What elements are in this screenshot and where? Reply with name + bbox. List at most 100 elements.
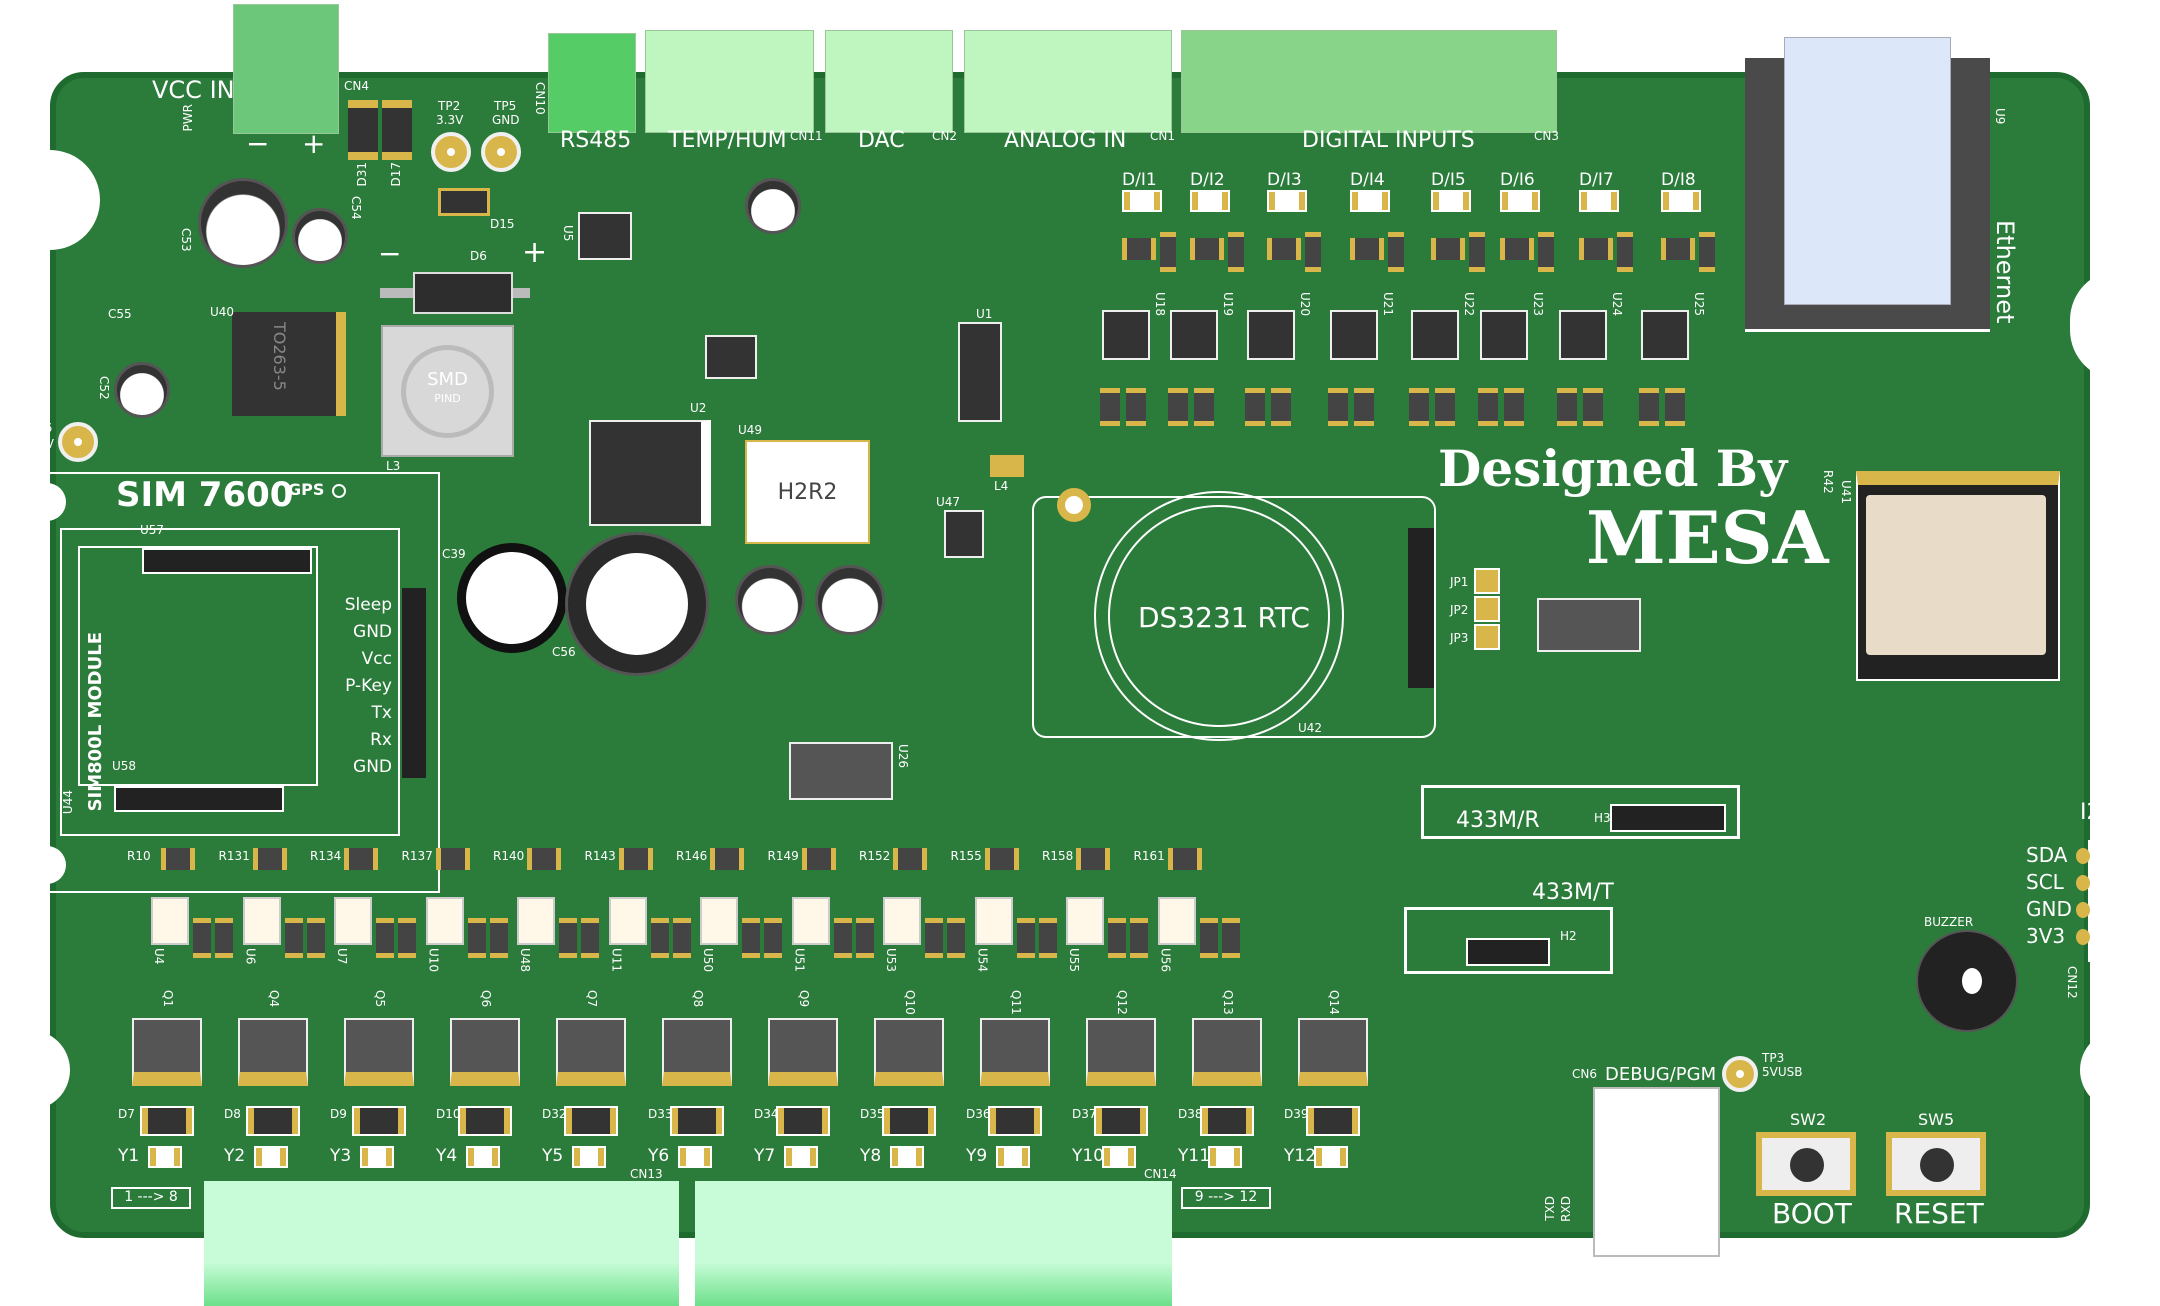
- diode-label: D7: [118, 1107, 135, 1121]
- rf-tx-label: 433M/T: [1532, 880, 1614, 905]
- cn6-label: CN6: [1572, 1067, 1597, 1081]
- h3-label: H3: [1594, 811, 1611, 825]
- output-opto-label: U4: [152, 948, 166, 965]
- tp2-label: TP2: [438, 99, 461, 113]
- rxd-label: RXD: [1559, 1196, 1573, 1222]
- ic-u8: [1537, 598, 1641, 652]
- output-resistor: [925, 918, 943, 958]
- diode-d15: [438, 188, 490, 216]
- jumper-jp1[interactable]: [1474, 568, 1500, 594]
- temp-hum-terminal[interactable]: [645, 30, 814, 133]
- boot-button-cap[interactable]: [1790, 1148, 1824, 1182]
- diode-label: D33: [648, 1107, 673, 1121]
- boot-button[interactable]: [1756, 1132, 1856, 1196]
- cn1-label: CN1: [1150, 129, 1175, 143]
- d31-label: D31: [355, 162, 369, 187]
- output-mosfet: [556, 1018, 626, 1086]
- sim-pin-label: GND: [353, 622, 392, 642]
- output-optocoupler: [242, 897, 281, 945]
- di-opto-label: U21: [1381, 292, 1395, 317]
- mosfet-label: Q12: [1115, 990, 1129, 1015]
- di-optocoupler: [1411, 310, 1459, 360]
- usb-debug-connector[interactable]: [1593, 1087, 1720, 1257]
- cn3-label: CN3: [1534, 129, 1559, 143]
- i2c-pin-pad[interactable]: [2076, 902, 2090, 918]
- rf-tx-header[interactable]: [1466, 938, 1550, 966]
- output-opto-label: U10: [426, 948, 441, 973]
- mosfet-label: Q5: [373, 990, 387, 1008]
- reset-button[interactable]: [1886, 1132, 1986, 1196]
- cn2-label: CN2: [932, 129, 957, 143]
- digital-inputs-terminal[interactable]: [1181, 30, 1557, 133]
- rs485-terminal[interactable]: [548, 33, 636, 133]
- diode-label: D37: [1072, 1107, 1097, 1121]
- i2c-connector[interactable]: [2088, 840, 2132, 962]
- gps-label: GPS: [288, 480, 325, 499]
- diode-label: D8: [224, 1107, 241, 1121]
- vcc-in-label: VCC IN: [152, 76, 235, 104]
- reset-button-cap[interactable]: [1920, 1148, 1954, 1182]
- output-diode: [776, 1106, 830, 1136]
- to263-label: TO263-5: [270, 322, 289, 391]
- di-optocoupler: [1480, 310, 1528, 360]
- jumper-jp3[interactable]: [1474, 624, 1500, 650]
- di-label: D/I8: [1661, 170, 1696, 190]
- mosfet-label: Q9: [797, 990, 811, 1008]
- output-diode: [1306, 1106, 1360, 1136]
- ethernet-jack[interactable]: [1784, 37, 1951, 305]
- output-resistor: [893, 848, 927, 870]
- output-resistor-label: R137: [401, 849, 433, 863]
- output-resistor: [559, 918, 577, 958]
- di-led: [1190, 190, 1230, 212]
- group2-label: 9 ---> 12: [1181, 1187, 1271, 1209]
- diode-label: D32: [542, 1107, 567, 1121]
- output-terminal-cn13[interactable]: [204, 1181, 679, 1306]
- inductor-h2r2: H2R2: [745, 440, 870, 544]
- header-u58: [114, 786, 284, 812]
- output-led: [254, 1146, 288, 1168]
- output-optocoupler: [517, 897, 555, 945]
- output-led-label: Y6: [648, 1146, 670, 1166]
- di-led: [1579, 190, 1619, 212]
- output-resistor: [650, 918, 669, 958]
- output-led: [1208, 1146, 1242, 1168]
- sim-pin-label: Vcc: [361, 649, 392, 669]
- resistor: [1504, 388, 1524, 426]
- i2c-title: I2C: [2080, 800, 2116, 825]
- output-terminal-cn14[interactable]: [695, 1181, 1172, 1306]
- output-resistor: [215, 918, 233, 958]
- tp5-voltage: GND: [492, 113, 520, 127]
- diode-d31: [348, 100, 378, 160]
- dac-terminal[interactable]: [825, 30, 953, 133]
- resistor: [1271, 388, 1291, 426]
- di-label: D/I6: [1500, 170, 1535, 190]
- analog-in-terminal[interactable]: [964, 30, 1172, 133]
- output-optocoupler: [425, 897, 464, 945]
- resistor: [1305, 232, 1321, 272]
- i2c-pin-pad[interactable]: [2076, 875, 2090, 891]
- output-optocoupler: [334, 897, 372, 945]
- group1-label: 1 ---> 8: [111, 1187, 191, 1209]
- sim7600-title: SIM 7600: [116, 475, 294, 515]
- resistor: [1500, 238, 1534, 260]
- di-label: D/I2: [1190, 170, 1225, 190]
- regulator-u2: [589, 420, 711, 526]
- output-opto-label: U50: [701, 948, 715, 973]
- output-led: [148, 1146, 182, 1168]
- resistor: [1328, 388, 1348, 426]
- diode-label: D35: [860, 1107, 885, 1121]
- vcc-in-terminal[interactable]: [233, 4, 339, 134]
- i2c-pin-pad[interactable]: [2076, 929, 2090, 945]
- txd-label: TXD: [1543, 1196, 1557, 1221]
- output-optocoupler: [151, 897, 189, 945]
- i2c-pin-pad[interactable]: [2076, 848, 2090, 864]
- rtc-pin-header[interactable]: [1408, 528, 1434, 688]
- diode-label: D36: [966, 1107, 991, 1121]
- ic-u47: [944, 510, 984, 558]
- sim-pin-header[interactable]: [402, 588, 426, 778]
- rf-rx-header[interactable]: [1610, 804, 1726, 832]
- output-led: [360, 1146, 394, 1168]
- output-led: [678, 1146, 712, 1168]
- output-resistor: [764, 918, 782, 958]
- jumper-jp2[interactable]: [1474, 596, 1500, 622]
